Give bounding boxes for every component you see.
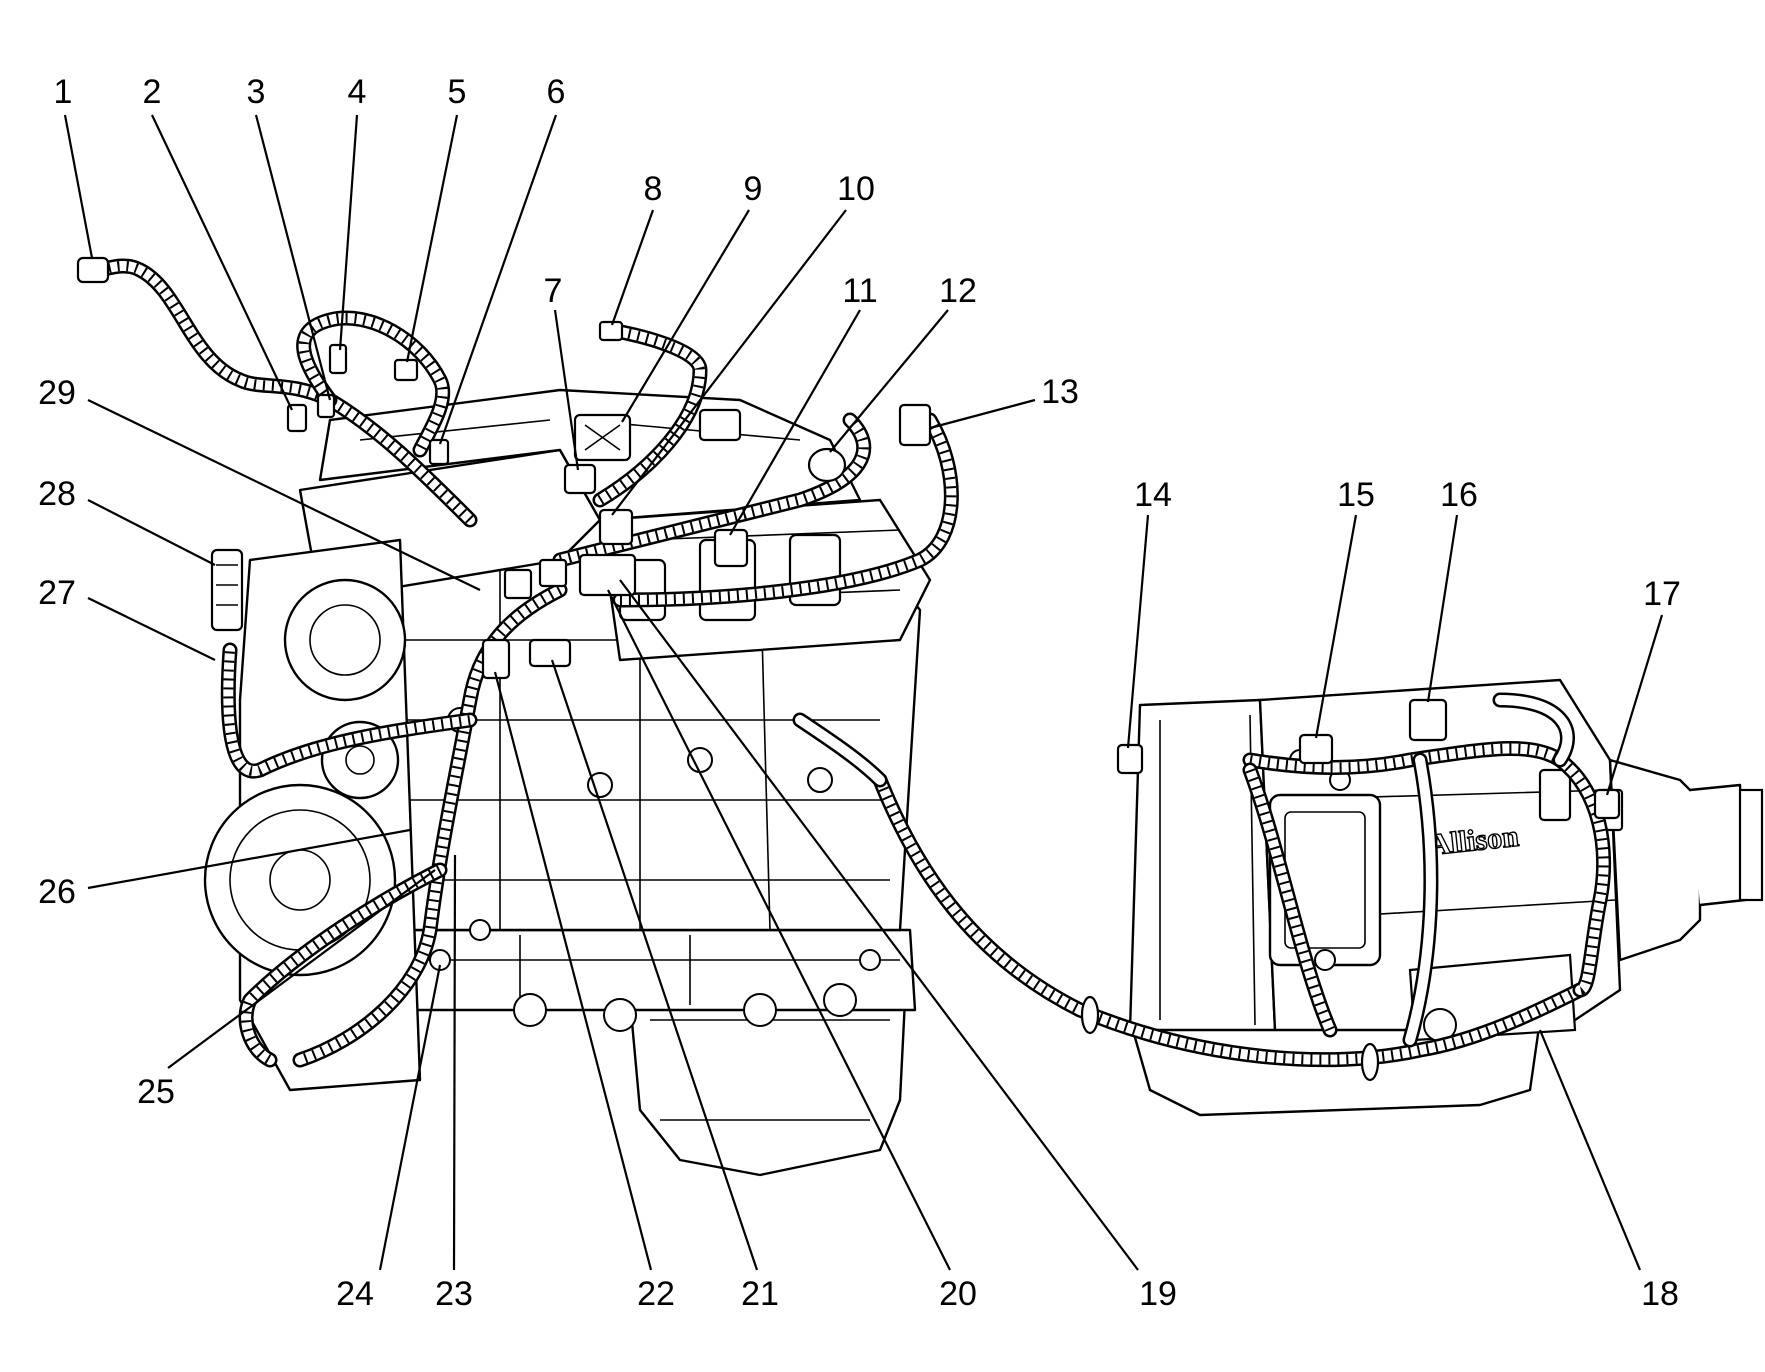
connector-11 (713, 528, 749, 568)
connector-27-28 (210, 548, 244, 632)
callout-11: 11 (842, 272, 877, 310)
leader-4 (338, 114, 359, 351)
connector-15 (1298, 733, 1334, 765)
connector-3 (316, 393, 336, 419)
leader-8 (610, 209, 655, 326)
leader-17 (1605, 614, 1664, 796)
connector-10 (598, 508, 634, 546)
leader-23 (452, 854, 457, 1271)
callout-1: 1 (54, 73, 73, 111)
callout-13: 13 (1041, 373, 1079, 411)
crankshaft-balancer (203, 783, 397, 977)
connector-5 (393, 358, 419, 382)
leader-29 (87, 399, 481, 591)
callout-6: 6 (547, 73, 566, 111)
connector-20 (578, 553, 637, 597)
leader-2 (151, 114, 293, 411)
leader-lines (63, 114, 1664, 1271)
callout-21: 21 (741, 1275, 779, 1313)
leader-18 (1538, 1029, 1642, 1271)
connector-17 (1593, 788, 1621, 820)
callout-22: 22 (637, 1275, 675, 1313)
leader-24 (378, 964, 442, 1271)
leader-14 (1126, 514, 1150, 749)
callout-2: 2 (143, 73, 162, 111)
connector-13 (898, 403, 932, 447)
callout-4: 4 (348, 73, 367, 111)
leader-28 (87, 499, 216, 566)
connector-2 (286, 403, 308, 433)
callout-20: 20 (939, 1275, 977, 1313)
callout-18: 18 (1641, 1275, 1679, 1313)
callout-7: 7 (544, 272, 563, 310)
leader-7 (553, 309, 580, 471)
leader-6 (438, 114, 558, 445)
connector-12 (807, 447, 847, 483)
callout-28: 28 (38, 475, 76, 513)
leader-5 (405, 114, 459, 363)
callout-17: 17 (1643, 575, 1681, 613)
callout-16: 16 (1440, 476, 1478, 514)
connector-7 (563, 463, 597, 495)
connector-4 (328, 343, 348, 375)
transmission-tail-housing (1608, 758, 1702, 962)
connector-6 (428, 438, 450, 466)
leader-22 (493, 671, 653, 1271)
callout-23: 23 (435, 1275, 473, 1313)
connector-16 (1408, 698, 1448, 742)
leader-25 (167, 869, 436, 1069)
leader-20 (607, 589, 951, 1271)
leader-9 (621, 209, 750, 423)
leader-21 (550, 659, 759, 1271)
leader-27 (87, 597, 216, 661)
callout-8: 8 (644, 170, 663, 208)
engine-oil-pan (628, 998, 907, 1177)
leader-19 (619, 579, 1139, 1271)
callout-3: 3 (247, 73, 266, 111)
accessory-pulley (283, 578, 407, 702)
leader-15 (1314, 514, 1358, 739)
leader-10 (611, 209, 847, 516)
callout-24: 24 (336, 1275, 374, 1313)
leader-26 (87, 828, 411, 890)
callout-25: 25 (137, 1073, 175, 1111)
leader-16 (1426, 514, 1459, 703)
leader-12 (829, 309, 949, 453)
leader-11 (729, 309, 861, 536)
leader-1 (63, 114, 94, 259)
transmission-bell-housing (1128, 698, 1277, 1032)
connectors (76, 256, 1621, 820)
callout-27: 27 (38, 574, 76, 612)
callout-14: 14 (1134, 476, 1172, 514)
connector-1 (76, 256, 110, 284)
leader-13 (929, 398, 1036, 430)
callout-26: 26 (38, 873, 76, 911)
valve-cover-right (598, 498, 932, 662)
callout-5: 5 (448, 73, 467, 111)
callout-19: 19 (1139, 1275, 1177, 1313)
callout-29: 29 (38, 374, 76, 412)
connector-8 (598, 320, 624, 342)
callout-15: 15 (1337, 476, 1375, 514)
connector-21 (528, 638, 572, 668)
callout-12: 12 (939, 272, 977, 310)
intake-sensor (698, 408, 742, 442)
connector-14 (1116, 743, 1144, 775)
callout-labels: 1 2 3 4 5 6 7 8 9 10 11 12 13 14 15 16 1… (38, 73, 1681, 1313)
callout-10: 10 (837, 170, 875, 208)
leader-3 (254, 114, 332, 401)
callout-9: 9 (744, 170, 763, 208)
